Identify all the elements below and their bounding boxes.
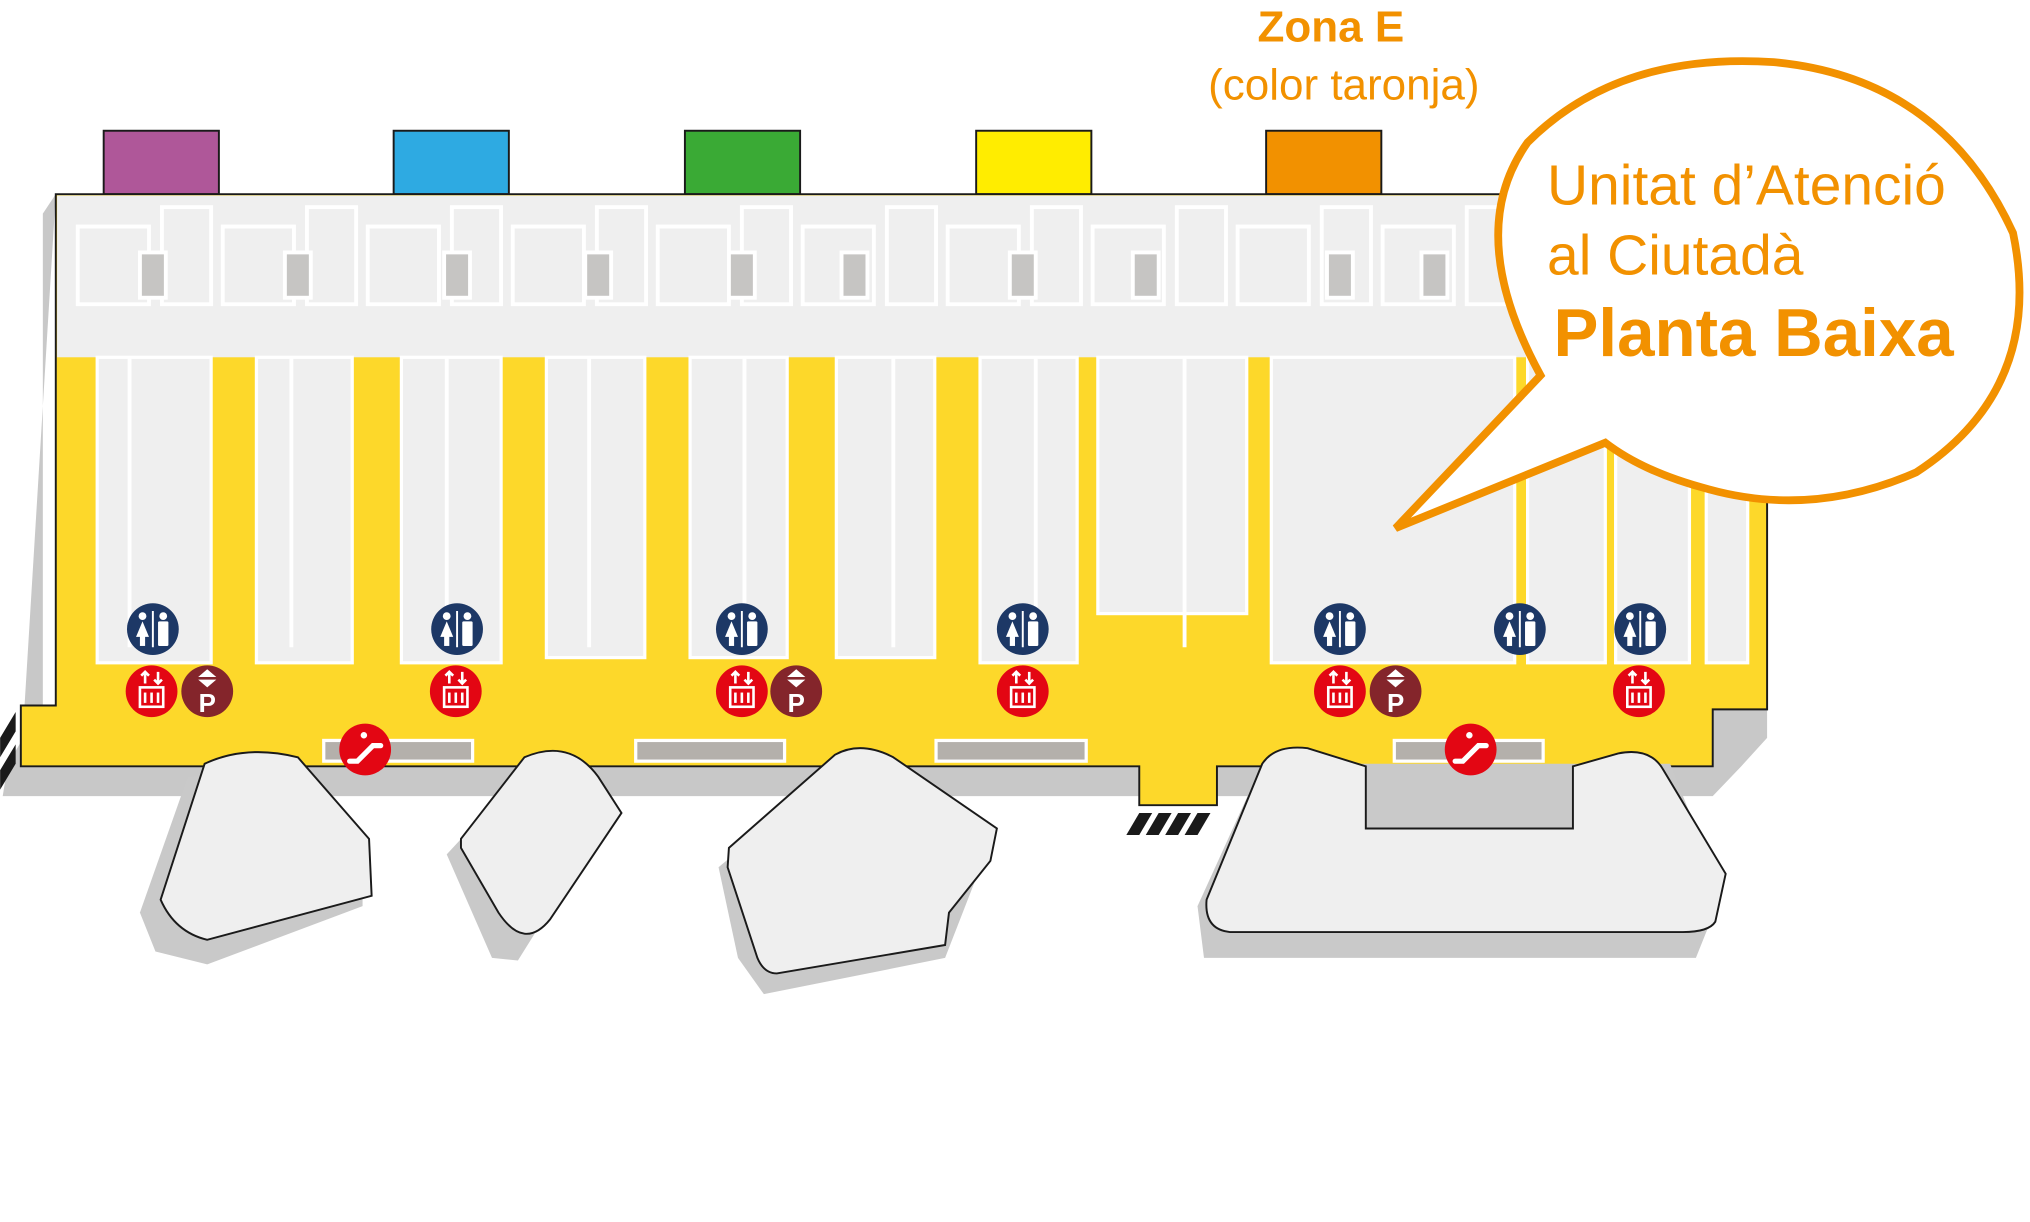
- shaft: [1419, 250, 1450, 300]
- shaft: [1007, 250, 1038, 300]
- zone-b-marker: [392, 129, 510, 196]
- room-bay: [254, 355, 354, 665]
- rooms-block: [57, 195, 1766, 358]
- zone-d-marker: [975, 129, 1093, 196]
- callout-line-3: Planta Baixa: [1554, 296, 1955, 371]
- zone-color-markers: [102, 129, 1383, 196]
- shaft: [282, 250, 313, 300]
- pod-3: [726, 747, 998, 975]
- elevator-icon: [1314, 665, 1366, 718]
- zone-a-marker: [102, 129, 220, 196]
- room-bay: [1096, 355, 1249, 616]
- zone-e-marker: [1265, 129, 1383, 196]
- restroom-icon: [1614, 603, 1667, 656]
- room: [800, 224, 876, 307]
- elevator-icon: [125, 665, 178, 718]
- room: [1174, 205, 1228, 307]
- room: [1319, 205, 1373, 307]
- restroom-icon: [1493, 603, 1546, 656]
- parking-elevator-icon: P: [770, 665, 823, 718]
- room: [884, 205, 938, 307]
- elevator-icon: [715, 665, 768, 718]
- restroom-icon: [431, 603, 483, 656]
- zone-title: Zona E: [1258, 2, 1405, 51]
- callout-bubble: Unitat d’Atenció al Ciutadà Planta Baixa: [1392, 57, 2024, 532]
- pod-1: [159, 751, 373, 941]
- callout-shape: [1392, 57, 2024, 532]
- parking-label: P: [199, 690, 216, 718]
- zone-subtitle: (color taronja): [1208, 61, 1479, 110]
- room: [1090, 224, 1166, 307]
- parking-label: P: [788, 690, 805, 718]
- pod-2: [459, 749, 623, 935]
- stairs: [0, 711, 1211, 835]
- callout-line-1: Unitat d’Atenció: [1547, 154, 1946, 218]
- corridor-benches: [322, 738, 1545, 763]
- restroom-icon: [996, 603, 1049, 656]
- room: [1380, 224, 1456, 307]
- shaft: [442, 250, 472, 300]
- elevator-icon: [429, 665, 482, 718]
- restroom-icon: [1314, 603, 1366, 656]
- room-bay: [1269, 355, 1517, 665]
- pod-4: [1205, 746, 1727, 934]
- room-bay: [544, 355, 647, 660]
- parking-elevator-icon: P: [1369, 665, 1422, 718]
- room: [1235, 224, 1311, 307]
- room: [365, 224, 441, 307]
- shaft: [1325, 250, 1355, 300]
- elevator-icon: [1613, 665, 1665, 718]
- elevator-icon: [996, 665, 1049, 718]
- parking-elevator-icon: P: [181, 665, 234, 718]
- zone-c-marker: [683, 129, 802, 196]
- shaft: [839, 250, 870, 300]
- parking-label: P: [1387, 690, 1404, 718]
- room-bay: [834, 355, 937, 660]
- callout-line-2: al Ciutadà: [1547, 223, 1804, 287]
- bench: [634, 738, 787, 763]
- shaft: [1130, 250, 1161, 300]
- bench: [934, 738, 1088, 763]
- escalator-icon: [339, 723, 392, 776]
- restroom-icon: [715, 603, 768, 656]
- restroom-icon: [126, 603, 179, 656]
- shaft: [137, 250, 168, 300]
- shaft: [583, 250, 614, 300]
- shaft: [726, 250, 757, 300]
- escalator-icon: [1444, 723, 1497, 776]
- building-pods: [139, 746, 1727, 995]
